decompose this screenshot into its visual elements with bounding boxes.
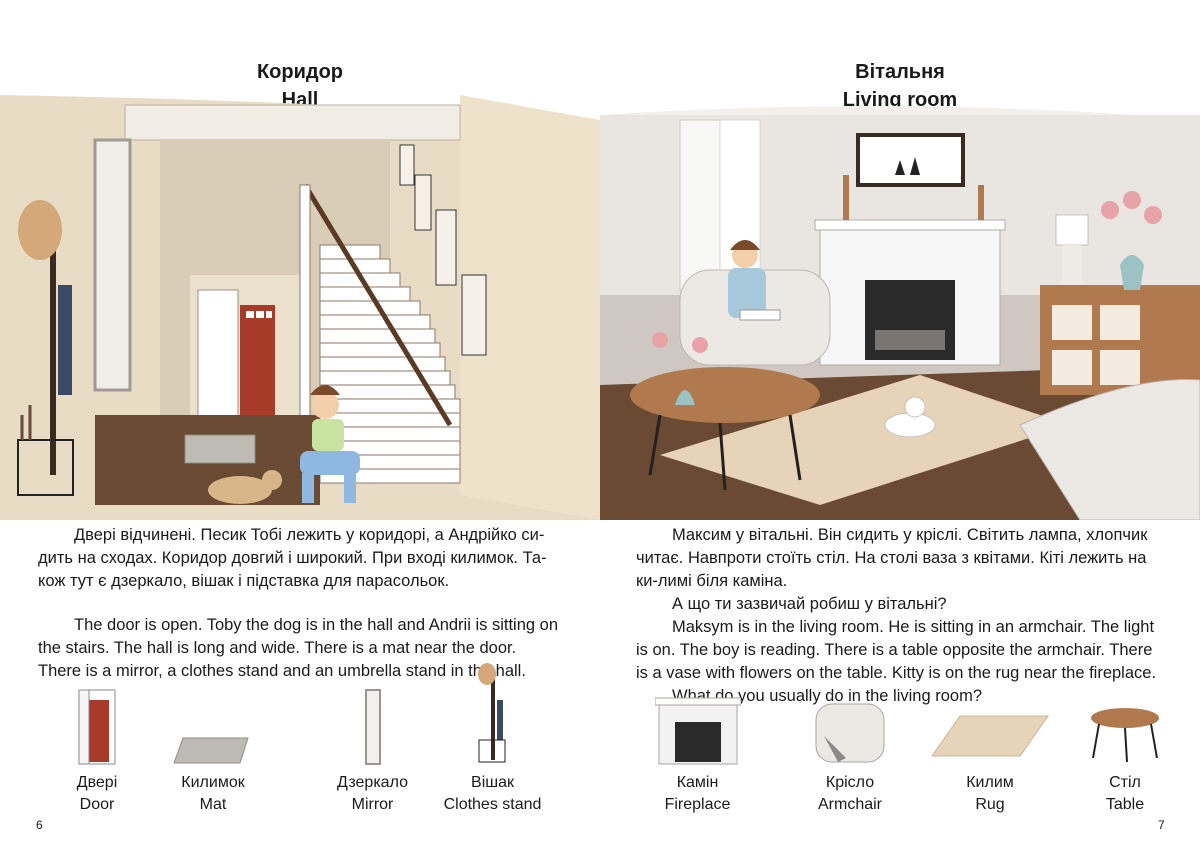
mat-picture — [173, 737, 249, 764]
vocab-armchair-en: Armchair — [817, 796, 882, 813]
page-number-right: 7 — [1158, 818, 1165, 832]
title-uk: Вітальня — [855, 61, 945, 83]
vocab-clothes-stand: Вішак Clothes stand — [440, 660, 545, 816]
right-page: Вітальня Living room — [600, 0, 1200, 857]
vocab-table-en: Table — [1105, 796, 1145, 813]
table-picture — [1091, 708, 1159, 763]
clothes-stand-picture — [477, 663, 505, 763]
vocab-mat: Килимок Mat — [158, 688, 268, 816]
question-en: What do you usually do in the living roo… — [672, 687, 983, 705]
vocab-fireplace-uk: Камін — [676, 774, 719, 791]
living-room-illustration — [600, 106, 1200, 520]
paragraph-uk: Двері відчинені. Песик Тобі лежить у кор… — [38, 526, 547, 590]
vocab-mirror-uk: Дзеркало — [337, 774, 408, 791]
vocab-door-uk: Двері — [76, 774, 118, 791]
vocab-armchair-uk: Крісло — [825, 774, 875, 791]
vocab-rug-uk: Килим — [966, 774, 1014, 791]
rug-picture — [931, 715, 1049, 757]
paragraph-uk: Максим у вітальні. Він сидить у кріслі. … — [636, 526, 1148, 590]
vocab-clothes-stand-uk: Вішак — [471, 774, 514, 791]
vocab-clothes-stand-en: Clothes stand — [443, 796, 542, 813]
vocab-table-uk: Стіл — [1109, 774, 1141, 791]
left-page: Коридор Hall — [0, 61, 600, 832]
paragraph-en: The door is open. Toby the dog is in the… — [38, 616, 559, 680]
paragraph-en: Maksym is in the living room. He is sitt… — [636, 618, 1157, 682]
door-picture — [78, 689, 116, 765]
left-text-uk: Двері відчинені. Песик Тобі лежить у кор… — [38, 524, 560, 593]
vocab-mirror: Дзеркало Mirror — [325, 688, 420, 816]
vocab-door-en: Door — [79, 796, 115, 813]
title-en: Living room — [842, 89, 958, 111]
mirror-picture — [364, 689, 381, 765]
vocab-rug: Килим Rug — [925, 696, 1055, 816]
title-uk: Коридор — [256, 61, 344, 83]
right-text: Максим у вітальні. Він сидить у кріслі. … — [636, 524, 1163, 708]
hall-illustration — [0, 95, 600, 520]
vocab-fireplace-en: Fireplace — [664, 796, 731, 813]
left-text-en: The door is open. Toby the dog is in the… — [38, 614, 560, 683]
vocab-rug-en: Rug — [975, 796, 1005, 813]
vocab-mat-uk: Килимок — [181, 774, 245, 791]
vocab-table: Стіл Table — [1080, 696, 1170, 816]
vocab-door: Двері Door — [52, 688, 142, 816]
vocab-fireplace: Камін Fireplace — [650, 696, 745, 816]
vocab-armchair: Крісло Armchair — [800, 696, 900, 816]
fireplace-picture — [654, 697, 741, 765]
right-page-title: Вітальня Living room — [600, 58, 1200, 114]
page-number-left: 6 — [36, 818, 43, 832]
question-uk: А що ти зазвичай робиш у вітальні? — [672, 595, 947, 613]
armchair-picture — [815, 703, 885, 763]
vocab-mirror-en: Mirror — [351, 796, 394, 813]
vocab-mat-en: Mat — [199, 796, 227, 813]
